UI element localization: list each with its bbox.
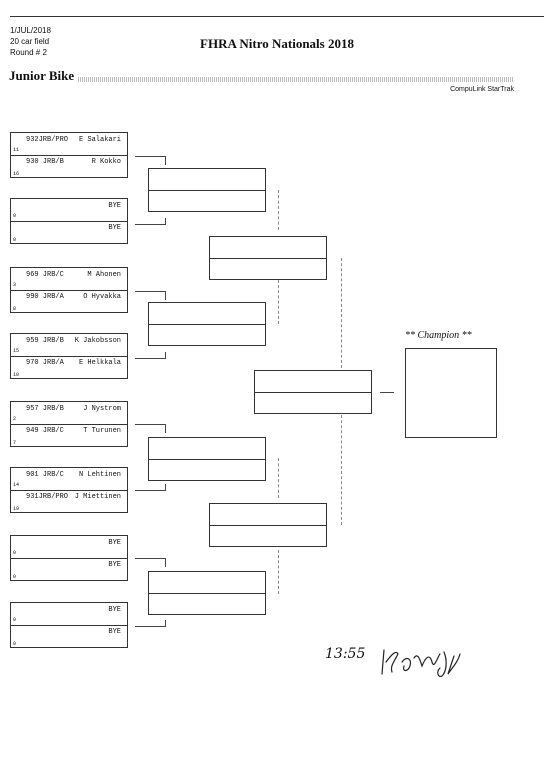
bracket-connector [135,156,166,165]
racer-name: N Lehtinen [78,471,121,479]
final-slot [254,370,372,414]
round-number: Round # 2 [10,48,47,57]
pairing-4: 959 JRB/B K Jakobsson 15 970 JRB/A E Helkk… [10,333,128,379]
pairing-1: 932JRB/PRO E Salakari 11 930 JRB/B R Kokko… [10,132,128,178]
bracket-connector [341,258,342,368]
seed: 10 [13,372,20,378]
racer-name: K Jakobsson [74,337,121,345]
pairing-2: BYE 0 BYE 0 [10,198,128,244]
car-number: 970 JRB/A [26,359,64,367]
seed: 8 [13,306,17,312]
bracket-connector [278,190,279,230]
car-number: 901 JRB/C [26,471,64,479]
field-size: 20 car field [10,37,50,46]
seed: 7 [13,440,17,446]
racer-name: BYE [108,628,121,636]
car-number: 959 JRB/B [26,337,64,345]
bracket-connector [135,558,166,567]
seed: 0 [13,617,17,623]
pairing-8: BYE 0 BYE 0 [10,602,128,648]
racer-name: BYE [108,202,121,210]
seed: 16 [13,171,20,177]
car-number: 949 JRB/C [26,427,64,435]
seed: 0 [13,237,17,243]
car-number: 932JRB/PRO [26,136,69,144]
seed: 0 [13,641,17,647]
bracket-connector [135,620,166,627]
car-number: 990 JRB/A [26,293,64,301]
round2-slot [148,437,266,481]
bracket-connector [341,415,342,525]
bracket-connector [135,484,166,491]
racer-name: BYE [108,606,121,614]
bracket-connector [135,352,166,359]
racer-name: E Salakari [78,136,121,144]
champion-label: ** Champion ** [405,330,472,341]
bracket-connector [380,392,394,393]
seed: 0 [13,574,17,580]
racer-name: J Miettinen [74,493,121,501]
seed: 19 [13,506,20,512]
semifinal-slot [209,236,327,280]
bracket-connector [135,291,166,300]
semifinal-slot [209,503,327,547]
handwritten-signature [381,649,461,677]
seed: 0 [13,213,17,219]
title-hatch [78,77,514,82]
pairing-3: 969 JRB/C M Ahonen 3 990 JRB/A O Hyvakka 8 [10,267,128,313]
seed: 15 [13,348,20,354]
racer-name: T Turunen [83,427,121,435]
bracket-connector [278,550,279,594]
champion-box [405,348,497,438]
bracket-connector [278,280,279,324]
bracket-connector [135,218,166,225]
racer-name: E Helkkala [78,359,121,367]
racer-name: O Hyvakka [83,293,121,301]
car-number: 957 JRB/B [26,405,64,413]
seed: 3 [13,282,17,288]
event-title: FHRA Nitro Nationals 2018 [200,36,354,51]
signature-time: 13:55 [325,646,366,662]
event-date: 1/JUL/2018 [10,26,51,35]
round2-slot [148,302,266,346]
seed: 0 [13,550,17,556]
car-number: 969 JRB/C [26,271,64,279]
bracket-connector [135,424,166,433]
car-number: 931JRB/PRO [26,493,69,501]
racer-name: R Kokko [91,158,121,166]
pairing-7: BYE 0 BYE 0 [10,535,128,581]
racer-name: BYE [108,539,121,547]
class-name: Junior Bike [9,68,75,83]
brand-label: CompuLink StarTrak [450,86,514,93]
car-number: 930 JRB/B [26,158,64,166]
racer-name: BYE [108,561,121,569]
racer-name: J Nystrom [83,405,121,413]
seed: 2 [13,416,17,422]
bracket-connector [278,458,279,498]
pairing-6: 901 JRB/C N Lehtinen 14 931JRB/PRO J Miett… [10,467,128,513]
round2-slot [148,571,266,615]
seed: 11 [13,147,20,153]
seed: 14 [13,482,20,488]
round2-slot [148,168,266,212]
header-rule [10,16,544,17]
racer-name: BYE [108,224,121,232]
racer-name: M Ahonen [87,271,121,279]
